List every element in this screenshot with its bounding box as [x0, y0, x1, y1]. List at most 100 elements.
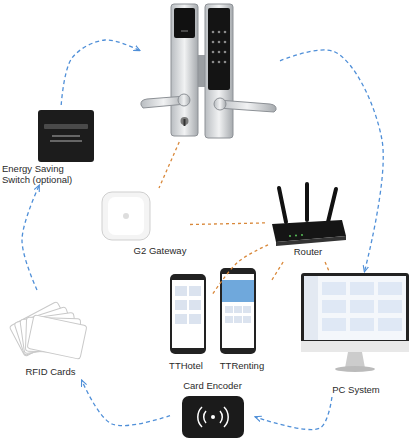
door-lock-illustration — [178, 94, 190, 106]
pc-monitor-icon — [304, 276, 318, 340]
router-icon — [305, 184, 309, 220]
card-encoder-icon — [182, 396, 244, 438]
keypad-dots — [218, 61, 221, 64]
phone-icon — [175, 300, 187, 310]
keypad-dots — [218, 31, 221, 34]
door-lock-illustration — [205, 4, 233, 138]
pc-monitor-icon — [301, 341, 409, 352]
node-label: G2 Gateway — [130, 245, 190, 256]
keypad-dots — [224, 61, 227, 64]
node-label: Energy Saving Switch (optional) — [2, 163, 87, 185]
door-lock — [140, 2, 280, 142]
gateway-icon — [102, 192, 150, 240]
pc-monitor-icon — [301, 273, 409, 352]
pc-monitor-icon — [322, 318, 346, 331]
energy-switch: Energy Saving Switch (optional) — [2, 105, 102, 185]
energy-saving-switch-icon — [38, 110, 94, 162]
phone-icon — [220, 268, 256, 354]
keypad-dots — [224, 51, 227, 54]
card-encoder: Card Encoder — [170, 380, 255, 439]
pc-monitor-icon — [378, 282, 402, 295]
door-lock-illustration — [181, 30, 188, 32]
connector-arrow — [212, 245, 268, 295]
connector-arrow — [82, 380, 170, 426]
gateway-icon — [102, 192, 150, 240]
node-label: Card Encoder — [170, 380, 255, 391]
app-phone: TTHotel — [160, 268, 212, 388]
phone-icon — [175, 286, 187, 296]
phone-icon — [189, 286, 201, 296]
keypad-dots — [212, 51, 215, 54]
keypad-dots — [212, 31, 227, 64]
pc-monitor-icon — [301, 273, 409, 372]
node-label: TTRenting — [212, 360, 272, 371]
connector-arrow — [325, 262, 329, 272]
phone-icon — [175, 314, 187, 324]
gateway: G2 Gateway — [95, 188, 190, 263]
door-lock-illustration — [214, 98, 226, 110]
phone-icon — [222, 274, 254, 348]
door-lock-illustration — [171, 4, 198, 136]
keypad-dots — [224, 41, 227, 44]
phone-icon — [170, 274, 206, 354]
phone-icon — [234, 316, 242, 323]
connector-arrow — [280, 50, 383, 272]
energy-saving-switch-icon — [52, 135, 80, 137]
keypad-dots — [218, 51, 221, 54]
phone-icon — [189, 314, 201, 324]
connector-arrow — [255, 397, 332, 430]
pc-monitor-icon — [322, 282, 346, 295]
pc-monitor-icon — [350, 318, 374, 331]
phone-icon — [225, 306, 233, 313]
phone-icon — [172, 280, 204, 348]
pc-monitor-icon — [350, 282, 374, 295]
connector-arrow — [190, 223, 268, 225]
phone-icon — [170, 274, 206, 354]
router-icon — [328, 189, 336, 222]
app-phone: TTRenting — [212, 268, 272, 388]
energy-saving-switch-icon — [50, 140, 82, 142]
card-encoder-icon — [211, 415, 215, 419]
keypad-dots — [212, 41, 215, 44]
connector-arrow — [272, 262, 283, 280]
pc-monitor-icon — [350, 300, 374, 313]
rfid-cards-icon — [9, 301, 87, 359]
router-icon — [279, 188, 286, 222]
pc-monitor-icon — [378, 300, 402, 313]
phone-icon — [243, 316, 251, 323]
card-encoder-icon — [220, 411, 222, 423]
card-encoder-icon — [198, 407, 202, 427]
router: Router — [268, 182, 348, 262]
phone-icon — [189, 300, 201, 310]
card-encoder-icon — [224, 407, 228, 427]
router-icon — [289, 235, 291, 237]
pc-monitor-icon — [335, 366, 375, 372]
card-encoder-icon — [182, 396, 244, 438]
connector-arrow — [159, 142, 179, 188]
pc-monitor-icon — [322, 300, 346, 313]
gateway-icon — [123, 213, 129, 219]
node-label: Router — [268, 246, 348, 257]
door-lock-illustration — [218, 100, 276, 112]
rfid-cards: RFID Cards — [8, 290, 93, 380]
connector-arrow — [22, 185, 39, 290]
pc-monitor-icon — [304, 276, 406, 340]
keypad-dots — [212, 31, 215, 34]
node-label: TTHotel — [160, 360, 212, 371]
keypad-dots — [212, 61, 215, 64]
router-icon — [272, 184, 346, 246]
card-encoder-icon — [204, 411, 206, 423]
node-label: RFID Cards — [8, 366, 93, 377]
energy-saving-switch-icon — [38, 110, 94, 162]
rfid-cards-icon — [27, 315, 87, 359]
door-lock-illustration — [208, 8, 230, 90]
door-lock-illustration — [174, 8, 195, 38]
phone-icon — [220, 268, 256, 354]
gateway-icon — [108, 197, 144, 235]
phone-icon — [222, 280, 254, 302]
pc-system: PC System — [300, 272, 412, 397]
keypad-dots — [218, 41, 221, 44]
node-label: PC System — [300, 384, 412, 395]
router-icon — [295, 235, 297, 237]
